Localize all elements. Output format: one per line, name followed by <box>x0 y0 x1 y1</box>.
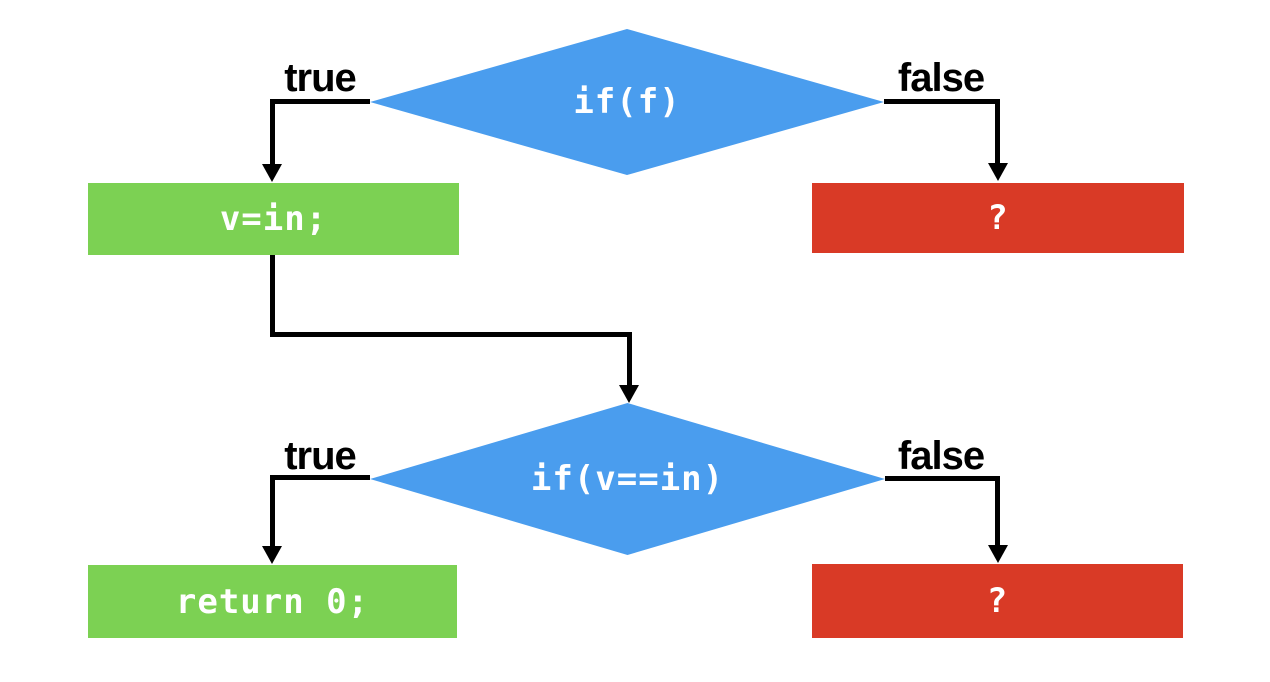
edge-true2-arrowhead <box>262 546 282 564</box>
process-node-label: ? <box>987 198 1009 238</box>
edge-label-true-1: true <box>284 56 357 100</box>
edge-label-true-2: true <box>284 434 357 478</box>
process-node-v-in: v=in; <box>88 183 459 255</box>
edge-false1-arrowhead <box>988 163 1008 181</box>
edge-label-false-1: false <box>897 56 985 100</box>
decision-node-if-v-eq-in: if(v==in) <box>370 403 885 555</box>
edge-true2-hline <box>272 475 370 480</box>
process-node-label: return 0; <box>175 581 370 622</box>
edge-false1-vline <box>995 99 1000 164</box>
process-node-unknown-2: ? <box>812 564 1183 638</box>
edge-true1-arrowhead <box>262 164 282 182</box>
edge-mid-vline-1 <box>270 255 275 337</box>
process-node-return-0: return 0; <box>88 565 457 638</box>
edge-true1-vline <box>270 99 275 165</box>
edge-mid-hline <box>270 332 632 337</box>
edge-false2-arrowhead <box>988 545 1008 563</box>
decision-node-label: if(v==in) <box>530 459 725 499</box>
edge-label-false-2: false <box>897 434 985 478</box>
process-node-unknown-1: ? <box>812 183 1184 253</box>
edge-false2-vline <box>995 476 1000 546</box>
edge-true2-vline <box>270 475 275 547</box>
decision-node-label: if(f) <box>573 82 681 122</box>
process-node-label: v=in; <box>219 199 328 239</box>
edge-mid-arrowhead <box>619 385 639 403</box>
edge-mid-vline-2 <box>627 332 632 386</box>
decision-node-if-f: if(f) <box>370 29 884 175</box>
process-node-label: ? <box>986 581 1009 621</box>
edge-false1-hline <box>884 99 1000 104</box>
edge-false2-hline <box>885 476 1000 481</box>
edge-true1-hline <box>272 99 370 104</box>
